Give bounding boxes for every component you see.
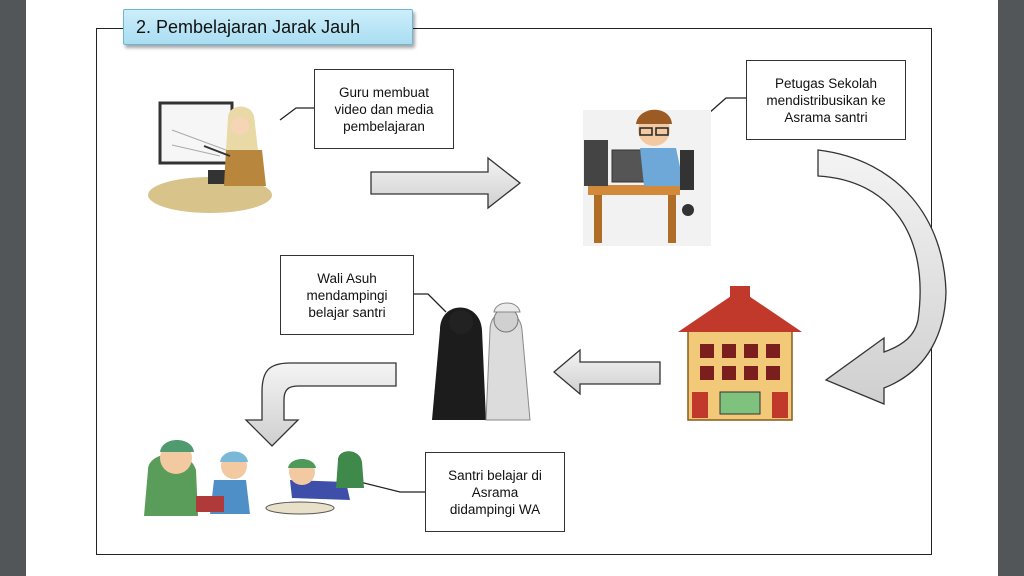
- callout-guru-line-3: pembelajaran: [343, 118, 425, 134]
- building-illustration: [678, 286, 802, 421]
- callout-wali-asuh-line-2: mendampingi: [306, 287, 388, 303]
- callout-guru-line-1: Guru membuat: [338, 84, 430, 100]
- callout-wali-asuh-line-3: belajar santri: [308, 304, 386, 320]
- students-illustration: [144, 440, 364, 516]
- callout-petugas-line-1: Petugas Sekolah: [774, 75, 878, 91]
- connector-line-santri: [359, 481, 425, 493]
- arrow-right-icon: [370, 156, 522, 210]
- callout-petugas: Petugas Sekolah mendistribusikan ke Asra…: [746, 60, 906, 140]
- connector-line-guru: [279, 107, 314, 121]
- callout-santri: Santri belajar di Asrama didampingi WA: [425, 452, 565, 532]
- callout-santri-line-1: Santri belajar di: [448, 467, 542, 483]
- section-title: 2. Pembelajaran Jarak Jauh: [123, 9, 413, 45]
- callout-guru: Guru membuat video dan media pembelajara…: [314, 69, 454, 149]
- callout-santri-line-3: didampingi WA: [449, 501, 541, 517]
- callout-santri-line-2: Asrama: [471, 484, 519, 500]
- connector-line-wali: [414, 293, 447, 313]
- teacher-illustration: [148, 101, 272, 213]
- callout-wali-asuh-line-1: Wali Asuh: [317, 270, 377, 286]
- guardians-illustration: [432, 302, 531, 421]
- arrow-left-icon: [552, 348, 661, 396]
- callout-wali-asuh: Wali Asuh mendampingi belajar santri: [280, 255, 414, 335]
- callout-petugas-line-3: Asrama santri: [784, 109, 868, 125]
- bent-arrow-down-icon: [244, 362, 397, 447]
- callout-guru-line-2: video dan media: [334, 101, 434, 117]
- curved-arrow-down-icon: [817, 149, 947, 405]
- office-worker-illustration: [583, 109, 711, 246]
- callout-petugas-line-2: mendistribusikan ke: [766, 92, 886, 108]
